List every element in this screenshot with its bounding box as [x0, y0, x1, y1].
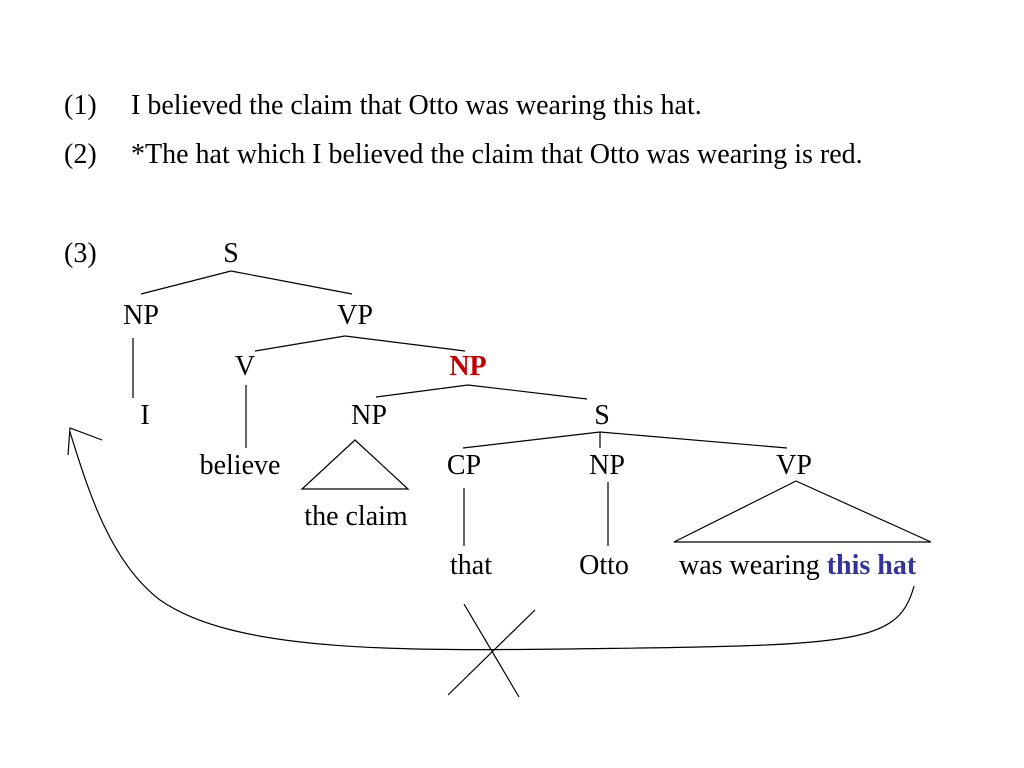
example-2-number: (2): [64, 139, 97, 170]
node-s-complement: S: [594, 400, 610, 431]
node-believe: believe: [199, 450, 281, 481]
node-np-otto: NP: [589, 450, 625, 481]
node-vp-low: VP: [776, 450, 812, 481]
edge-s-vp-low: [599, 431, 788, 449]
triangle-was-wearing: [673, 480, 932, 543]
node-np-object-highlight: NP: [449, 351, 487, 382]
leaf-the-claim: the claim: [304, 501, 408, 532]
node-vp-main: VP: [337, 300, 373, 331]
node-v: V: [234, 351, 256, 382]
triangle-the-claim: [300, 439, 410, 490]
example-1-number: (1): [64, 90, 97, 121]
movement-arrow: [69, 431, 915, 651]
leaf-that: that: [450, 550, 492, 581]
edge-s-cp: [462, 431, 601, 449]
node-cp: CP: [446, 450, 482, 481]
leaf-was-wearing: was wearing this hat: [679, 552, 916, 580]
edge-s-vp: [230, 270, 353, 295]
node-np-subject: NP: [123, 300, 159, 331]
cross-line-1: [463, 603, 520, 698]
edge-np-s: [467, 384, 588, 400]
leaf-otto: Otto: [579, 550, 629, 581]
leaf-this-hat-moved: this hat: [826, 550, 917, 581]
edge-vp-np: [344, 335, 466, 352]
example-2-sentence: *The hat which I believed the claim that…: [131, 139, 863, 170]
cross-line-2: [447, 609, 536, 696]
node-np-claim: NP: [351, 400, 387, 431]
node-s-root: S: [223, 238, 239, 269]
edge-s-np: [140, 270, 232, 295]
edge-np-np: [375, 384, 469, 398]
leaf-was-wearing-text: was wearing: [679, 550, 820, 581]
example-1-sentence: I believed the claim that Otto was weari…: [131, 90, 702, 121]
edge-vp-v: [254, 335, 346, 352]
movement-arrowhead: [67, 427, 103, 456]
example-3-number: (3): [64, 238, 97, 269]
node-i: I: [140, 400, 150, 431]
